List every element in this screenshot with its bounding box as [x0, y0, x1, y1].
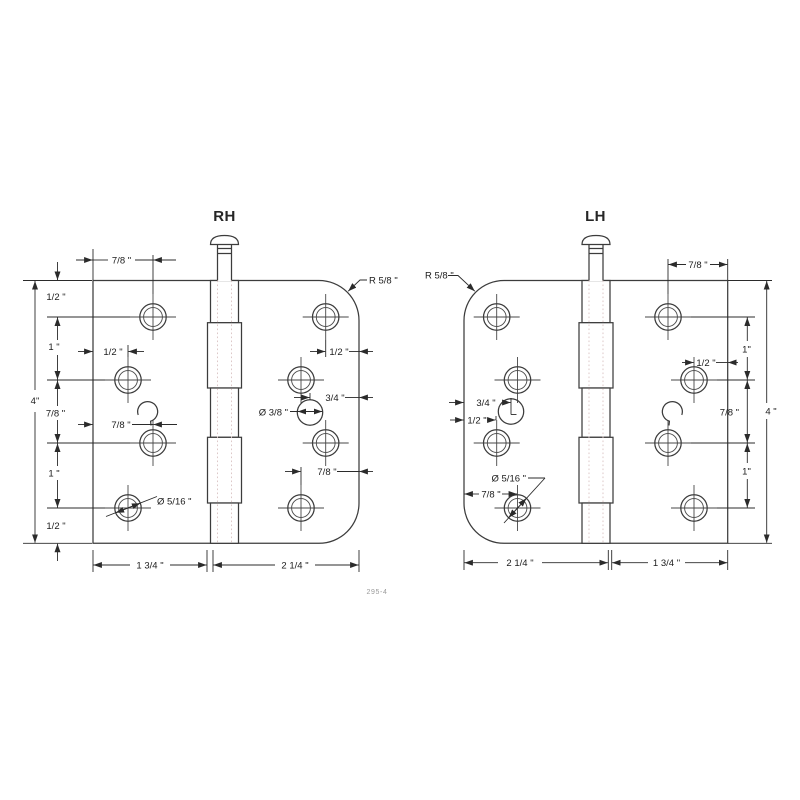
lh-dim-top: 7/8 " [667, 259, 729, 294]
lh-title: LH [585, 208, 606, 225]
lh-dim-left-leaf: 3/4 " 1/2 " Ø 5/16 " 7/8 " [449, 398, 546, 524]
rh-dim-stack: 1/2 " 1 " 7/8 " 1 " 1/2 " [46, 262, 66, 561]
dim-label: 1/2 " [46, 521, 65, 532]
dim-label: 1" [742, 467, 751, 478]
rh-dim-bottom: 1 3/4 " 2 1/4 " [92, 550, 360, 572]
dim-label: 1/2 " [46, 292, 65, 303]
dim-label: 1/2 " [103, 347, 122, 358]
dim-label: 7/8 " [111, 420, 130, 431]
dim-label: 1/2 " [467, 416, 486, 427]
dim-label: 3/4 " [325, 393, 344, 404]
rh-dim-overall: 4" [31, 281, 40, 543]
rh-dim-top: 7/8 " [76, 249, 176, 294]
security-stud-mark [661, 401, 683, 426]
diameter-callout: Ø 5/16 " [492, 474, 527, 485]
dim-label: 1 " [48, 342, 59, 353]
lh-knuckle [578, 279, 614, 544]
dim-label: 4 " [765, 407, 776, 418]
dim-label: 1/2 " [329, 347, 348, 358]
diameter-callout: Ø 3/8 " [259, 408, 288, 419]
rh-hinge-pin [209, 234, 240, 281]
dim-label: 2 1/4 " [281, 561, 308, 572]
lh-radius-callout: R 5/8 " [425, 271, 476, 292]
rh-hinge: RH [23, 208, 398, 572]
dim-label: 1 3/4 " [136, 561, 163, 572]
rh-dim-right-leaf: 1/2 " 3/4 " Ø 3/8 " 7/8 " [259, 340, 373, 485]
rh-title: RH [213, 208, 235, 225]
dim-label: 1 " [48, 469, 59, 480]
dim-label: 7/8 " [720, 408, 739, 419]
rh-radius-callout: R 5/8 " [347, 276, 398, 292]
dim-label: 7/8 " [481, 490, 500, 501]
lh-hinge-pin [581, 234, 611, 281]
dim-label: 7/8 " [688, 260, 707, 271]
dim-label: 7/8 " [317, 467, 336, 478]
rh-knuckle [206, 279, 243, 544]
dim-label: 4" [31, 396, 40, 407]
dim-label: 7/8 " [46, 409, 65, 420]
rh-dim-left-leaf: 1/2 " 7/8 " Ø 5/16 " [78, 345, 192, 517]
lh-dim-stack: 1" 7/8 " 1" [720, 317, 751, 508]
radius-label: R 5/8 " [369, 276, 398, 287]
dim-label: 2 1/4 " [506, 558, 533, 569]
part-number-note: 295-4 [367, 589, 388, 596]
dim-label: 3/4 " [476, 398, 495, 409]
security-stud-mark [137, 401, 159, 426]
lh-dim-overall: 4 " [763, 281, 777, 543]
diameter-callout: Ø 5/16 " [157, 497, 192, 508]
lh-dim-right-leaf: 1/2 " [682, 358, 738, 369]
radius-label: R 5/8 " [425, 271, 454, 282]
dim-label: 1/2 " [696, 358, 715, 369]
dim-label: 1 3/4 " [653, 558, 680, 569]
dim-label: 7/8 " [112, 256, 131, 267]
dim-label: 1" [742, 345, 751, 356]
lh-dim-bottom: 2 1/4 " 1 3/4 " [463, 550, 729, 570]
lh-hinge: LH [425, 208, 777, 570]
